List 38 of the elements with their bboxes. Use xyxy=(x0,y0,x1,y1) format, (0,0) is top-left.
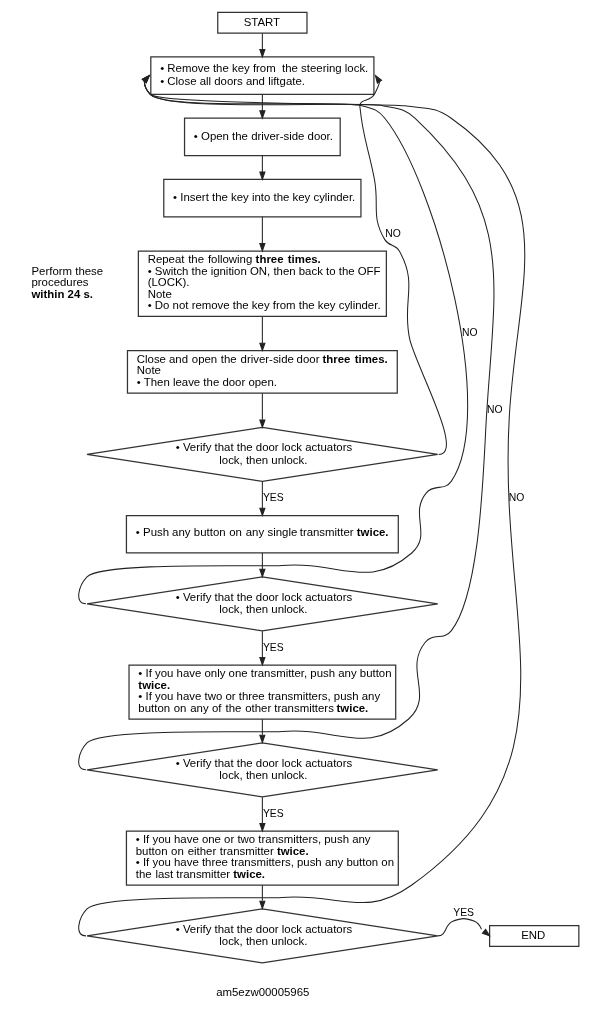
arrow xyxy=(259,796,266,833)
node-box: Close and open the driver-side door three times. Note • Then leave the door open. xyxy=(126,350,398,394)
node-box: Repeat the following three times. • Switch the ignition ON, then back to the OFF (LOCK). Note • Do not remove the key from the key cylinder. xyxy=(137,250,387,318)
node-diamond: • Verify that the door lock actuators lock, then unlock. xyxy=(86,576,439,632)
node-diamond: • Verify that the door lock actuators lock, then unlock. xyxy=(86,426,439,483)
arrow xyxy=(78,74,526,937)
label: Perform these procedures within 24 s. xyxy=(31,264,104,300)
arrow xyxy=(259,392,266,429)
node-box: • If you have one or two transmitters, push any button on either transmitter twice. • If you have three transmitters, push any button on the last transmitter twice. xyxy=(125,830,399,886)
node-box: • Remove the key from the steering lock. • Close all doors and liftgate. xyxy=(150,56,375,95)
edge-label: NO xyxy=(508,492,525,504)
arrow xyxy=(259,316,266,353)
node-box: • Push any button on any single transmitter twice. xyxy=(125,515,399,554)
edge-label: YES xyxy=(453,907,475,919)
edge-label: NO xyxy=(487,403,503,415)
edge-label: YES xyxy=(262,641,284,653)
edge-label: YES xyxy=(262,807,284,819)
node-box: END xyxy=(489,924,580,947)
arrow xyxy=(259,481,266,518)
edge-label: NO xyxy=(462,327,478,339)
node-diamond: • Verify that the door lock actuators lock, then unlock. xyxy=(86,742,439,798)
arrow xyxy=(259,33,266,59)
node-diamond: • Verify that the door lock actuators lock, then unlock. xyxy=(86,908,439,964)
edge-label: YES xyxy=(262,492,284,504)
node-box: • Insert the key into the key cylinder. xyxy=(163,178,362,218)
node-box: START xyxy=(217,11,308,34)
label: am5ezw00005965 xyxy=(216,985,310,998)
arrow xyxy=(259,216,266,253)
arrow xyxy=(259,884,266,911)
node-box: • If you have only one transmitter, push any button twice. • If you have two or three transmitters, push any button on any of the other transmitters twice. xyxy=(128,664,397,720)
edge-label: NO xyxy=(385,227,401,239)
arrow xyxy=(359,74,447,455)
node-box: • Open the driver-side door. xyxy=(183,117,341,157)
arrow xyxy=(78,74,469,605)
arrow xyxy=(259,630,266,667)
arrow xyxy=(78,74,495,771)
arrow xyxy=(259,718,266,744)
arrow xyxy=(437,918,491,937)
